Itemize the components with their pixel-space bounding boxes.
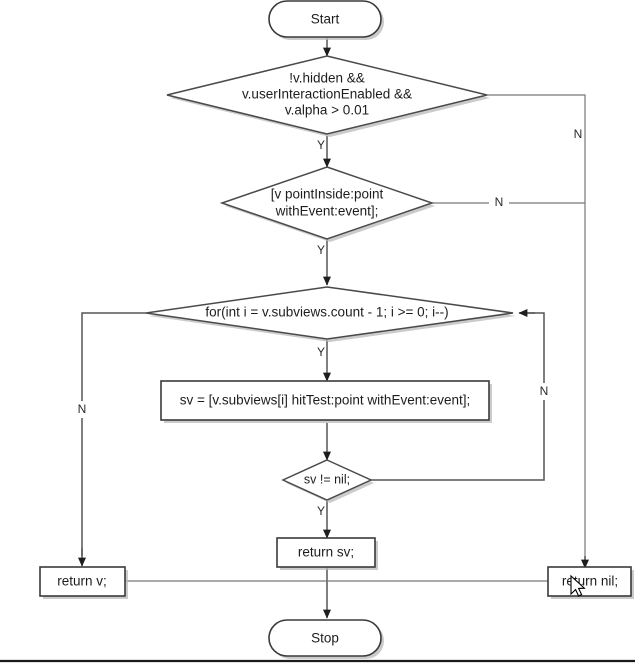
node-visibility-line1: !v.hidden && — [289, 71, 365, 86]
node-stop-label: Stop — [311, 631, 339, 646]
edge-forloop-yes: Y — [317, 340, 331, 382]
node-return-sv[interactable]: return sv; — [276, 537, 378, 570]
node-forloop-decision[interactable]: for(int i = v.subviews.count - 1; i >= 0… — [145, 286, 516, 342]
node-hittest-label: sv = [v.subviews[i] hitTest:point withEv… — [180, 393, 471, 408]
node-hittest-process[interactable]: sv = [v.subviews[i] hitTest:point withEv… — [160, 380, 492, 423]
edge-pointinside-no: N N — [432, 195, 585, 211]
node-svcheck-label: sv != nil; — [304, 472, 350, 486]
edge-label-pointinside-no-text: N — [495, 195, 504, 209]
node-start[interactable]: Start — [268, 0, 384, 40]
node-stop[interactable]: Stop — [268, 619, 384, 659]
node-return-sv-label: return sv; — [298, 545, 354, 560]
edge-label-visibility-yes: Y — [317, 138, 325, 152]
node-pointinside-line1: [v pointInside:point — [271, 187, 384, 202]
node-start-label: Start — [311, 12, 340, 27]
edge-label-svcheck-yes: Y — [317, 504, 325, 518]
node-visibility-decision[interactable]: !v.hidden && v.userInteractionEnabled &&… — [166, 55, 490, 137]
edge-label-pointinside-yes: Y — [317, 243, 325, 257]
node-return-v-label: return v; — [57, 574, 107, 589]
node-pointinside-line2: withEvent:event]; — [275, 204, 379, 219]
edge-forloop-no: N — [73, 312, 146, 567]
edge-visibility-no: N — [487, 94, 589, 570]
edge-visibility-yes: Y — [317, 136, 331, 168]
edge-pointinside-yes: Y — [317, 233, 331, 286]
node-return-v[interactable]: return v; — [39, 566, 128, 599]
node-visibility-line2: v.userInteractionEnabled && — [242, 87, 412, 102]
node-return-nil-label: return nil; — [562, 574, 618, 589]
node-return-nil[interactable]: return nil; — [547, 566, 634, 599]
edge-label-forloop-yes: Y — [317, 345, 325, 359]
edge-svcheck-yes: Y — [317, 501, 331, 539]
edge-label-visibility-no: N — [574, 127, 583, 141]
node-forloop-label: for(int i = v.subviews.count - 1; i >= 0… — [205, 305, 448, 320]
edge-label-forloop-no: N — [78, 402, 87, 416]
node-pointinside-decision[interactable]: [v pointInside:point withEvent:event]; — [219, 166, 435, 242]
edge-label-svcheck-no: N — [540, 384, 549, 398]
mouse-pointer-icon — [570, 574, 586, 597]
node-visibility-line3: v.alpha > 0.01 — [285, 103, 369, 118]
edge-svcheck-no: N — [371, 309, 553, 481]
node-svcheck-decision[interactable]: sv != nil; — [281, 459, 374, 503]
